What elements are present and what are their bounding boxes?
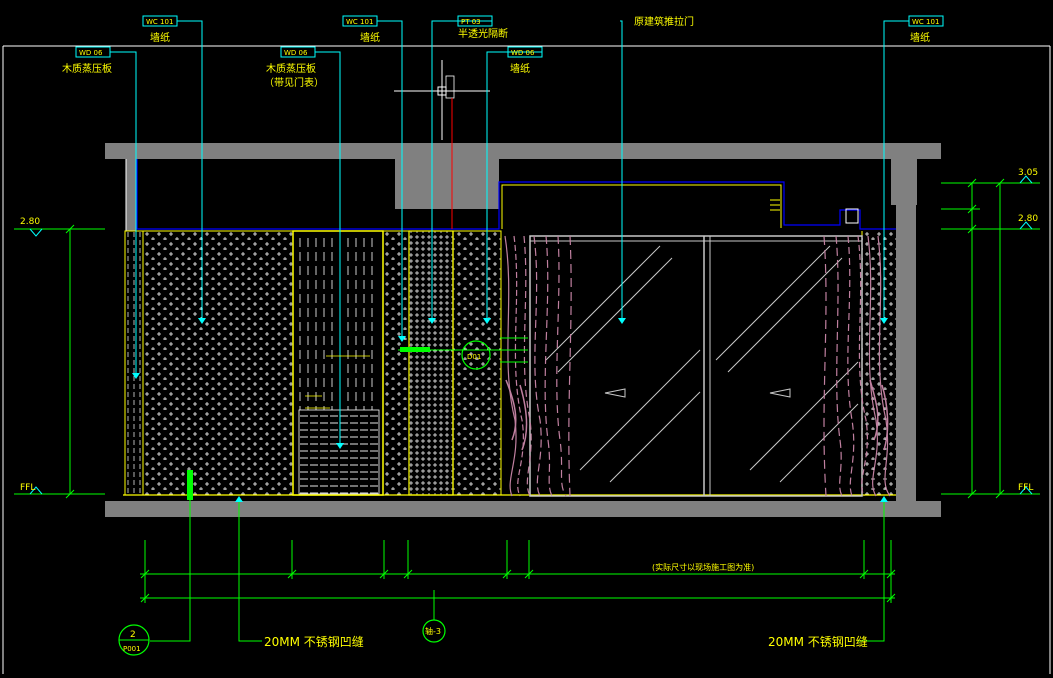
- gap-label-right: 20MM 不锈钢凹缝: [768, 634, 868, 649]
- label-translucent: 半透光隔断: [458, 27, 508, 40]
- wall-panels: [123, 230, 896, 496]
- curtains: [504, 235, 891, 497]
- material-labels: 墙纸 木质蒸压板 木质蒸压板 （带见门表） 墙纸 半透光隔断 墙纸 原建筑推拉门…: [62, 15, 930, 89]
- right-wall: [896, 205, 916, 501]
- gap-label-left: 20MM 不锈钢凹缝: [264, 634, 364, 649]
- tag-wd-c: WD 06: [511, 49, 535, 57]
- level-left-mid: 2.80: [20, 217, 40, 227]
- leader-arrows: [132, 318, 888, 449]
- section-number: 2: [130, 630, 136, 640]
- ceiling-outline: [136, 159, 896, 230]
- tag-wc101-b: WC 101: [346, 18, 373, 26]
- gap-callout-left: 20MM 不锈钢凹缝: [150, 470, 364, 649]
- leader-lines: [110, 20, 909, 445]
- tag-wc101-a: WC 101: [146, 18, 173, 26]
- glass-sliding-door: [529, 235, 863, 497]
- level-markers-right: 3.05 2.80 FFL: [941, 168, 1040, 499]
- center-marker[interactable]: 轴-3: [422, 619, 446, 643]
- sheet-frame: [2, 45, 1051, 674]
- detail-ref: D01: [467, 353, 481, 361]
- inner-marks: [305, 355, 370, 409]
- dimension-note: (实际尺寸以现场施工图为准): [652, 562, 754, 572]
- tag-wd-b: WD 06: [284, 49, 308, 57]
- label-wood-panel: 木质蒸压板: [62, 62, 112, 75]
- ceiling-slab: [105, 143, 941, 159]
- tag-pt: PT 03: [461, 18, 481, 26]
- level-right-top: 3.05: [1018, 168, 1038, 178]
- section-ref: P001: [123, 645, 141, 653]
- detail-marker[interactable]: D01: [398, 337, 528, 370]
- section-marker[interactable]: 2 P001: [118, 624, 150, 656]
- label-wallpaper-4: 墙纸: [910, 31, 930, 44]
- label-wallpaper-1: 墙纸: [150, 31, 170, 44]
- material-tag-boxes: [75, 15, 944, 58]
- label-wood-panel-2-sub: （带见门表）: [264, 76, 324, 89]
- level-left-floor: FFL: [20, 483, 35, 493]
- level-markers-left: 2.80 FFL: [14, 217, 105, 499]
- tag-wd-a: WD 06: [79, 49, 103, 57]
- material-tags: WC 101 WD 06 WD 06 WC 101 PT 03 WD 06 WC…: [79, 18, 939, 57]
- tag-wc101-c: WC 101: [912, 18, 939, 26]
- right-column: [891, 159, 917, 205]
- dimension-lines: [140, 540, 896, 620]
- center-mark-label: 轴-3: [425, 626, 441, 636]
- gap-callout-right: 20MM 不锈钢凹缝: [768, 496, 888, 649]
- label-wood-panel-2: 木质蒸压板: [266, 62, 316, 75]
- beam: [395, 159, 499, 209]
- floor-slab: [105, 501, 941, 517]
- label-glass-door: 原建筑推拉门: [634, 15, 694, 28]
- left-wall-strip: [126, 159, 136, 231]
- survey-cross: [394, 60, 490, 229]
- level-right-mid: 2.80: [1018, 214, 1038, 224]
- level-right-floor: FFL: [1018, 483, 1033, 493]
- label-wallpaper-3: 墙纸: [510, 62, 530, 75]
- label-wallpaper-2: 墙纸: [360, 31, 380, 44]
